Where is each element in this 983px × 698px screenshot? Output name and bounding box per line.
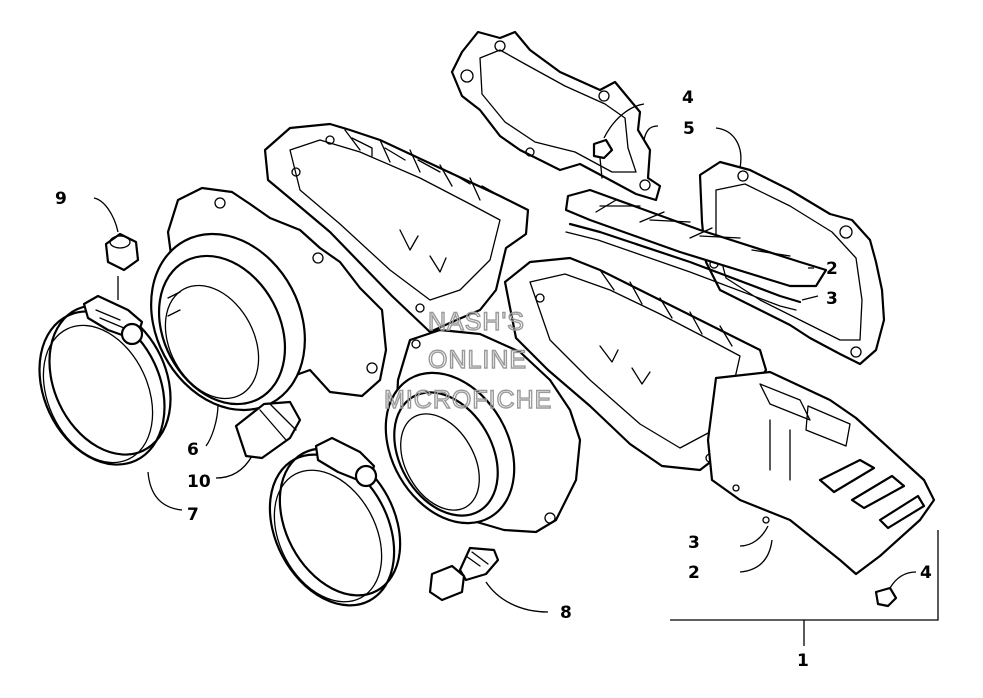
bracket-part xyxy=(234,400,302,460)
callout-4-upper: 4 xyxy=(682,88,694,108)
intake-boot-upper xyxy=(150,186,388,412)
callout-9: 9 xyxy=(55,189,67,209)
callout-3-upper: 3 xyxy=(826,289,838,309)
nut-part xyxy=(104,232,140,272)
leader-lines xyxy=(93,103,939,646)
callout-3-lower: 3 xyxy=(688,533,700,553)
callout-7: 7 xyxy=(187,505,199,525)
watermark-line-2: ONLINE xyxy=(428,346,527,374)
callout-2-lower: 2 xyxy=(688,563,700,583)
intake-boot-lower xyxy=(384,328,582,534)
screw-lower xyxy=(874,586,898,608)
gasket-upper xyxy=(450,30,662,202)
callout-10: 10 xyxy=(187,472,211,492)
screw-upper xyxy=(592,138,614,179)
reed-block-upper xyxy=(263,122,530,334)
callout-5: 5 xyxy=(683,119,695,139)
hose-clamp-right xyxy=(268,436,402,607)
hose-clamp-left xyxy=(38,294,172,466)
callout-8: 8 xyxy=(560,603,572,623)
callout-2-upper: 2 xyxy=(826,259,838,279)
reed-petal-lower xyxy=(706,370,936,576)
watermark-line-1: NASH'S xyxy=(428,308,525,336)
callout-6: 6 xyxy=(187,440,199,460)
flange-bolt xyxy=(428,546,500,602)
watermark-line-3: MICROFICHE xyxy=(384,386,552,414)
callout-4-lower: 4 xyxy=(920,563,932,583)
callout-1: 1 xyxy=(797,651,809,671)
callout-labels: 4 5 2 3 9 6 10 7 8 3 2 4 1 xyxy=(55,88,932,671)
reed-petal-upper xyxy=(564,188,828,288)
watermark: NASH'S ONLINE MICROFICHE xyxy=(383,307,552,414)
reed-stopper-upper xyxy=(565,222,802,311)
